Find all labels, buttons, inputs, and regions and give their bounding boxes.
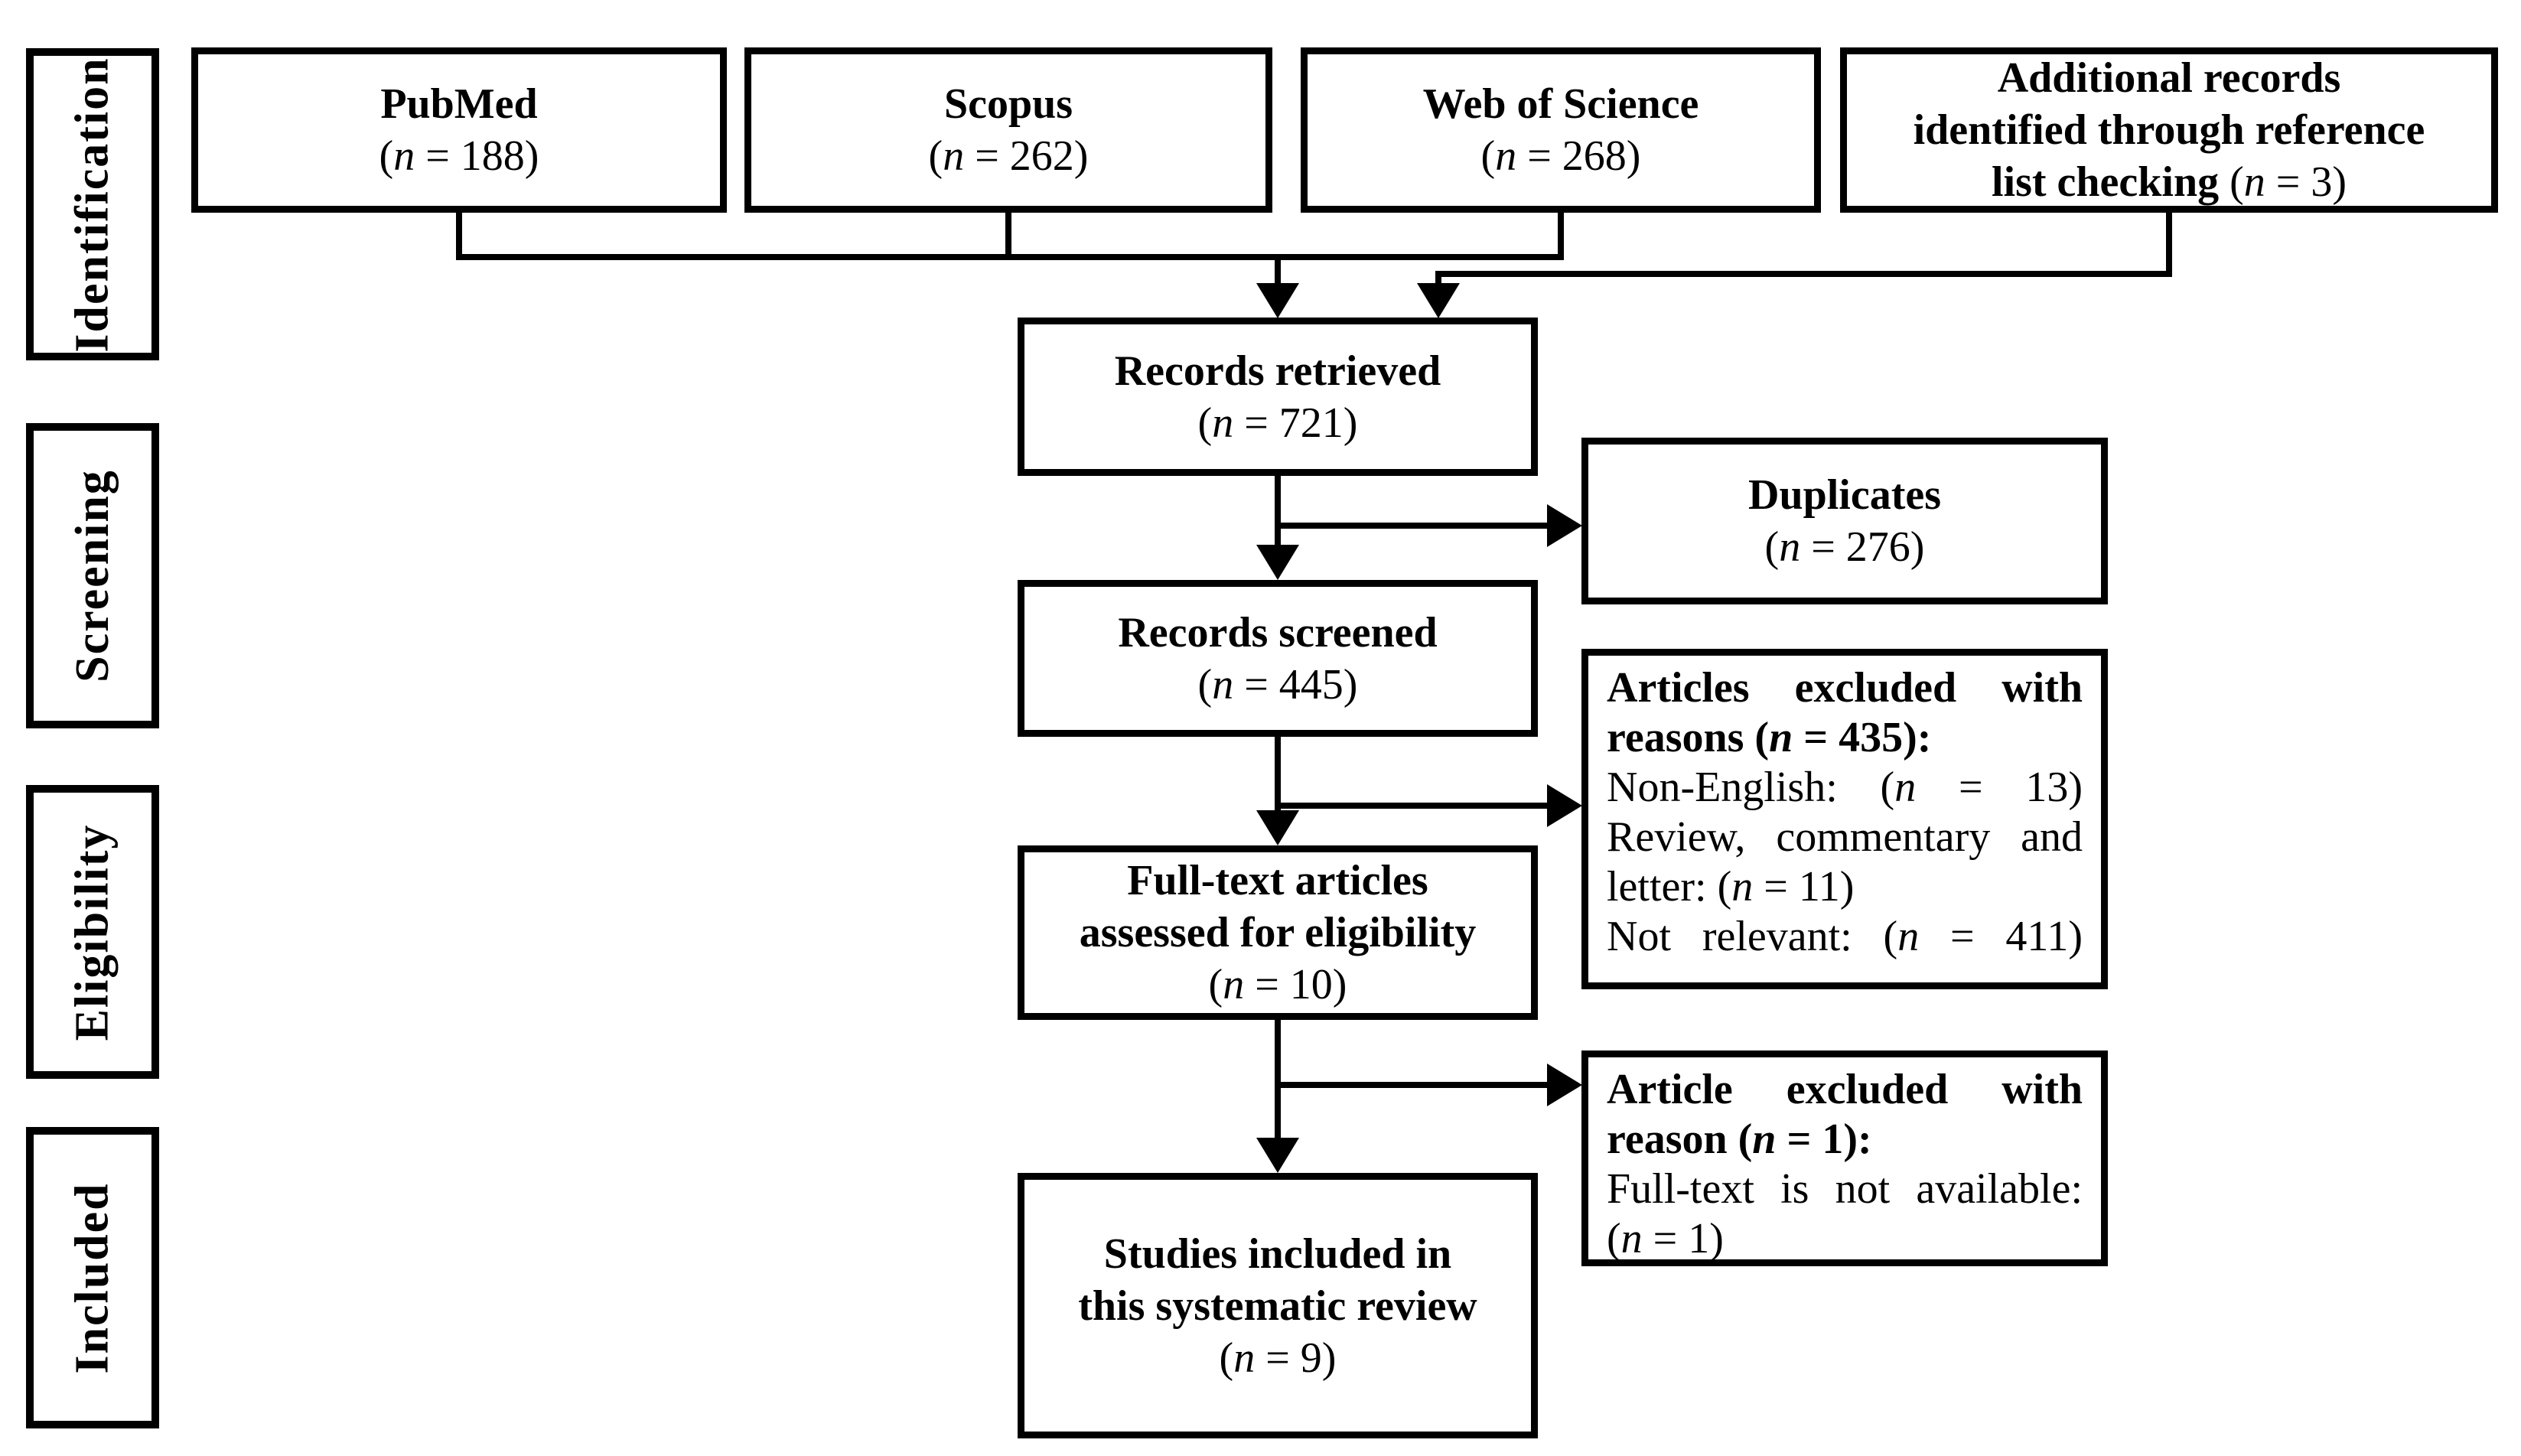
connector-drop-databases (1275, 254, 1281, 288)
connector-screened-to-fulltext (1275, 737, 1281, 815)
flow-box-records-screened: Records screened (n = 445) (1018, 580, 1538, 737)
source-box-scopus: Scopus (n = 262) (744, 47, 1272, 213)
exclusion-reason: Full-text is not available: (n = 1) (1607, 1165, 2083, 1262)
exclusion-count: (n = 276) (1764, 523, 1925, 571)
phase-box-screening: Screening (26, 423, 159, 728)
connector-stub-scopus (1005, 213, 1011, 260)
flow-box-studies-included: Studies included in this systematic revi… (1018, 1173, 1538, 1438)
flow-title: Records screened (1118, 608, 1438, 656)
phase-box-eligibility: Eligibility (26, 785, 159, 1079)
exclusion-heading: Article excluded with reason (n = 1): (1607, 1066, 2083, 1163)
phase-label-included: Included (66, 1181, 119, 1374)
phase-label-eligibility: Eligibility (66, 823, 119, 1041)
source-box-web-of-science: Web of Science (n = 268) (1301, 47, 1821, 213)
source-title: PubMed (380, 80, 538, 128)
arrowhead-to-fulltext (1256, 810, 1299, 845)
arrowhead-to-fulltext-excluded (1547, 1063, 1582, 1106)
arrowhead-to-duplicates (1547, 504, 1582, 547)
connector-merge-bar-databases (456, 254, 1564, 260)
source-count: (n = 188) (379, 132, 539, 180)
connector-stub-reference-list (2166, 213, 2172, 277)
flow-count: (n = 445) (1197, 660, 1358, 708)
flow-count: (n = 9) (1219, 1334, 1337, 1382)
source-title: Web of Science (1422, 80, 1699, 128)
connector-drop-reference (1435, 271, 1441, 288)
source-count: (n = 262) (928, 132, 1089, 180)
source-count: (n = 268) (1480, 132, 1641, 180)
exclusion-title: Duplicates (1748, 471, 1941, 519)
phase-box-identification: Identification (26, 48, 159, 360)
source-box-pubmed: PubMed (n = 188) (191, 47, 727, 213)
phase-box-included: Included (26, 1127, 159, 1428)
phase-label-screening: Screening (66, 469, 119, 682)
flow-box-records-retrieved: Records retrieved (n = 721) (1018, 318, 1538, 476)
flow-title: Records retrieved (1114, 347, 1441, 395)
exclusion-heading: Articles excluded with reasons (n = 435)… (1607, 664, 2083, 761)
connector-merge-bar-reference (1435, 271, 2172, 277)
arrowhead-to-included (1256, 1138, 1299, 1173)
arrowhead-databases-to-retrieved (1256, 283, 1299, 318)
exclusion-reason: Not relevant: (n = 411) (1607, 913, 2083, 960)
arrowhead-to-screened (1256, 545, 1299, 580)
arrowhead-reference-to-retrieved (1417, 283, 1460, 318)
connector-fulltext-to-included (1275, 1020, 1281, 1142)
connector-retrieved-to-screened (1275, 476, 1281, 549)
connector-branch-screen-excluded (1278, 803, 1550, 809)
source-count: (n = 3) (2219, 158, 2347, 206)
exclusion-reason: Non-English: (n = 13) (1607, 764, 2083, 811)
source-box-reference-list: Additional records identified through re… (1840, 47, 2498, 213)
connector-branch-duplicates (1278, 523, 1550, 529)
exclusion-box-fulltext-reason: Article excluded with reason (n = 1): Fu… (1581, 1050, 2108, 1266)
connector-stub-web-of-science (1558, 213, 1564, 260)
flow-box-fulltext-assessed: Full-text articles assessed for eligibil… (1018, 845, 1538, 1020)
arrowhead-to-screen-excluded (1547, 784, 1582, 827)
flow-count: (n = 10) (1208, 961, 1347, 1008)
connector-stub-pubmed (456, 213, 462, 260)
exclusion-reason: Review, commentary and letter: (n = 11) (1607, 813, 2083, 910)
flow-title: Studies included in this systematic revi… (1078, 1230, 1477, 1330)
exclusion-box-duplicates: Duplicates (n = 276) (1581, 438, 2108, 604)
connector-branch-fulltext-excluded (1278, 1082, 1550, 1088)
flow-count: (n = 721) (1197, 399, 1358, 447)
flow-title: Full-text articles assessed for eligibil… (1079, 857, 1477, 956)
source-title: Additional records identified through re… (1913, 54, 2425, 206)
phase-label-identification: Identification (66, 56, 119, 353)
exclusion-box-screening-reasons: Articles excluded with reasons (n = 435)… (1581, 649, 2108, 989)
source-title: Scopus (943, 80, 1073, 128)
